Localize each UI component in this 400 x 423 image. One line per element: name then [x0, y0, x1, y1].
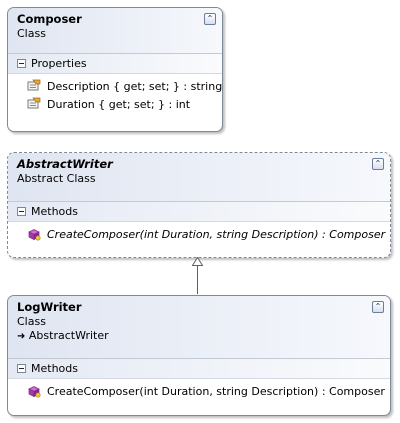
member-text: Duration { get; set; } : int: [47, 97, 191, 111]
member-text: CreateComposer(int Duration, string Desc…: [47, 227, 386, 241]
collapse-icon[interactable]: ⌃: [372, 301, 384, 313]
class-header: Composer Class ⌃: [8, 8, 222, 54]
collapse-icon[interactable]: ⌃: [372, 158, 384, 170]
class-name: Composer: [17, 12, 82, 26]
section-label: Properties: [31, 57, 87, 70]
member-text: Description { get; set; } : string: [47, 79, 223, 93]
class-header: LogWriter Class ➜ AbstractWriter ⌃: [8, 296, 390, 359]
minus-toggle-icon[interactable]: [17, 207, 26, 216]
member-row[interactable]: Description { get; set; } : string: [8, 77, 222, 95]
method-icon: [28, 229, 41, 241]
member-row[interactable]: Duration { get; set; } : int: [8, 95, 222, 113]
member-list: CreateComposer(int Duration, string Desc…: [8, 379, 390, 404]
base-class-name: AbstractWriter: [28, 329, 109, 342]
property-icon: [27, 79, 41, 91]
minus-toggle-icon[interactable]: [17, 59, 26, 68]
minus-toggle-icon[interactable]: [17, 364, 26, 373]
member-row[interactable]: CreateComposer(int Duration, string Desc…: [8, 382, 390, 400]
section-methods[interactable]: Methods: [8, 202, 390, 222]
section-label: Methods: [31, 205, 78, 218]
class-stereotype: Class: [17, 315, 46, 328]
inheritance-arrow-icon: [192, 257, 203, 266]
class-shape-composer[interactable]: Composer Class ⌃ Properties Description …: [7, 7, 223, 132]
class-stereotype: Class: [17, 27, 46, 40]
section-properties[interactable]: Properties: [8, 54, 222, 74]
member-list: Description { get; set; } : string Durat…: [8, 74, 222, 117]
inheritance-line: [197, 260, 198, 294]
property-icon: [27, 97, 41, 109]
member-list: CreateComposer(int Duration, string Desc…: [8, 222, 390, 247]
method-icon: [28, 386, 41, 398]
class-shape-logwriter[interactable]: LogWriter Class ➜ AbstractWriter ⌃ Metho…: [7, 295, 391, 416]
section-methods[interactable]: Methods: [8, 359, 390, 379]
member-row[interactable]: CreateComposer(int Duration, string Desc…: [8, 225, 390, 243]
collapse-icon[interactable]: ⌃: [204, 13, 216, 25]
member-text: CreateComposer(int Duration, string Desc…: [47, 384, 385, 398]
class-name: AbstractWriter: [17, 157, 113, 171]
class-stereotype: Abstract Class: [17, 172, 96, 185]
inheritance-arrow-icon: ➜: [17, 331, 26, 342]
section-label: Methods: [31, 362, 78, 375]
base-class-reference: ➜ AbstractWriter: [17, 329, 381, 344]
class-name: LogWriter: [17, 300, 82, 314]
class-header: AbstractWriter Abstract Class ⌃: [8, 153, 390, 202]
class-shape-abstractwriter[interactable]: AbstractWriter Abstract Class ⌃ Methods …: [7, 152, 391, 258]
